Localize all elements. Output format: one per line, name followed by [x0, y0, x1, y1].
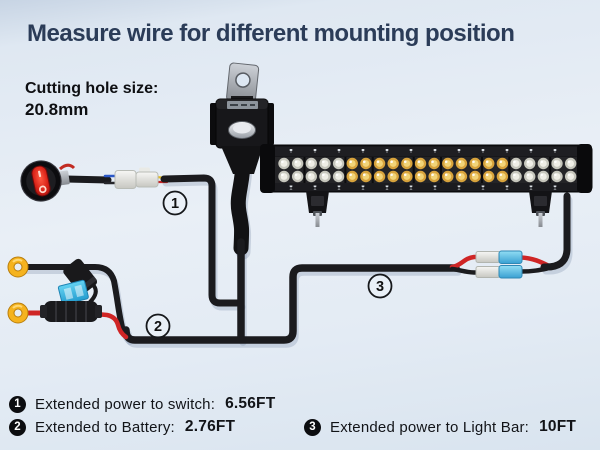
page-title: Measure wire for different mounting posi…	[27, 20, 515, 47]
wire-switch-pigtail	[62, 175, 112, 184]
blue-spade-top	[498, 250, 523, 264]
ring-terminal-black	[7, 256, 29, 278]
crimp-connector-top	[475, 251, 501, 263]
ring-terminal-red	[7, 302, 29, 324]
wire-bus-to-lightbar	[122, 264, 460, 344]
legend-item-1: 1 Extended power to switch: 6.56FT	[9, 395, 275, 413]
wire-marker-2: 2	[145, 313, 171, 339]
legend-badge-1: 1	[9, 395, 26, 413]
legend-label-1: Extended power to switch:	[35, 395, 216, 413]
rocker-switch	[20, 160, 76, 202]
wire-marker-1-num: 1	[171, 196, 179, 212]
cutting-hole-value: 20.8mm	[25, 100, 89, 119]
lightbar-seams	[303, 157, 552, 183]
legend-value-3: 10FT	[539, 418, 577, 435]
relay	[210, 62, 274, 174]
legend-badge-2: 2	[9, 418, 26, 436]
mounting-bracket-left	[306, 191, 329, 227]
cutting-hole-note: Cutting hole size: 20.8mm	[25, 78, 158, 120]
legend-badge-3: 3	[304, 418, 321, 436]
legend-value-2: 2.76FT	[184, 418, 236, 435]
wire-marker-3: 3	[367, 273, 393, 299]
wire-marker-3-num: 3	[376, 279, 384, 295]
wire-marker-2-num: 2	[154, 319, 162, 335]
wire-split-red-left	[449, 254, 481, 270]
legend-item-2: 2 Extended to Battery: 2.76FT	[9, 418, 235, 436]
legend-value-1: 6.56FT	[225, 395, 276, 412]
switch-on-mark	[38, 170, 42, 178]
legend-item-3: 3 Extended power to Light Bar: 10FT	[304, 418, 576, 436]
blue-spade-bottom	[498, 265, 523, 279]
led-grid	[278, 157, 577, 183]
mounting-bracket-right	[529, 191, 552, 227]
fuse-blue	[57, 279, 89, 305]
wire-power-to-switch	[160, 174, 244, 307]
led-light-bar	[260, 144, 593, 227]
wire-split-black-left	[449, 266, 481, 275]
lightbar-connectors	[475, 250, 523, 279]
switch-terminal-red-wire	[59, 163, 76, 171]
cutting-hole-label: Cutting hole size:	[25, 80, 159, 97]
harness-wires	[22, 152, 571, 344]
switch-off-mark	[38, 185, 47, 194]
wire-marker-1: 1	[162, 190, 188, 216]
wire-relay-cable-thick	[230, 152, 251, 256]
relay-ring-terminal	[226, 62, 260, 104]
switch-connector	[114, 167, 159, 189]
fuse-holder	[40, 258, 102, 322]
legend-label-3: Extended power to Light Bar:	[330, 418, 530, 436]
wire-fuse-red-out	[93, 311, 129, 340]
legend-label-2: Extended to Battery:	[35, 418, 175, 436]
relay-heatshrink	[221, 146, 263, 174]
crimp-connector-bottom	[475, 266, 501, 278]
wire-riser-to-lightbar	[540, 192, 571, 271]
